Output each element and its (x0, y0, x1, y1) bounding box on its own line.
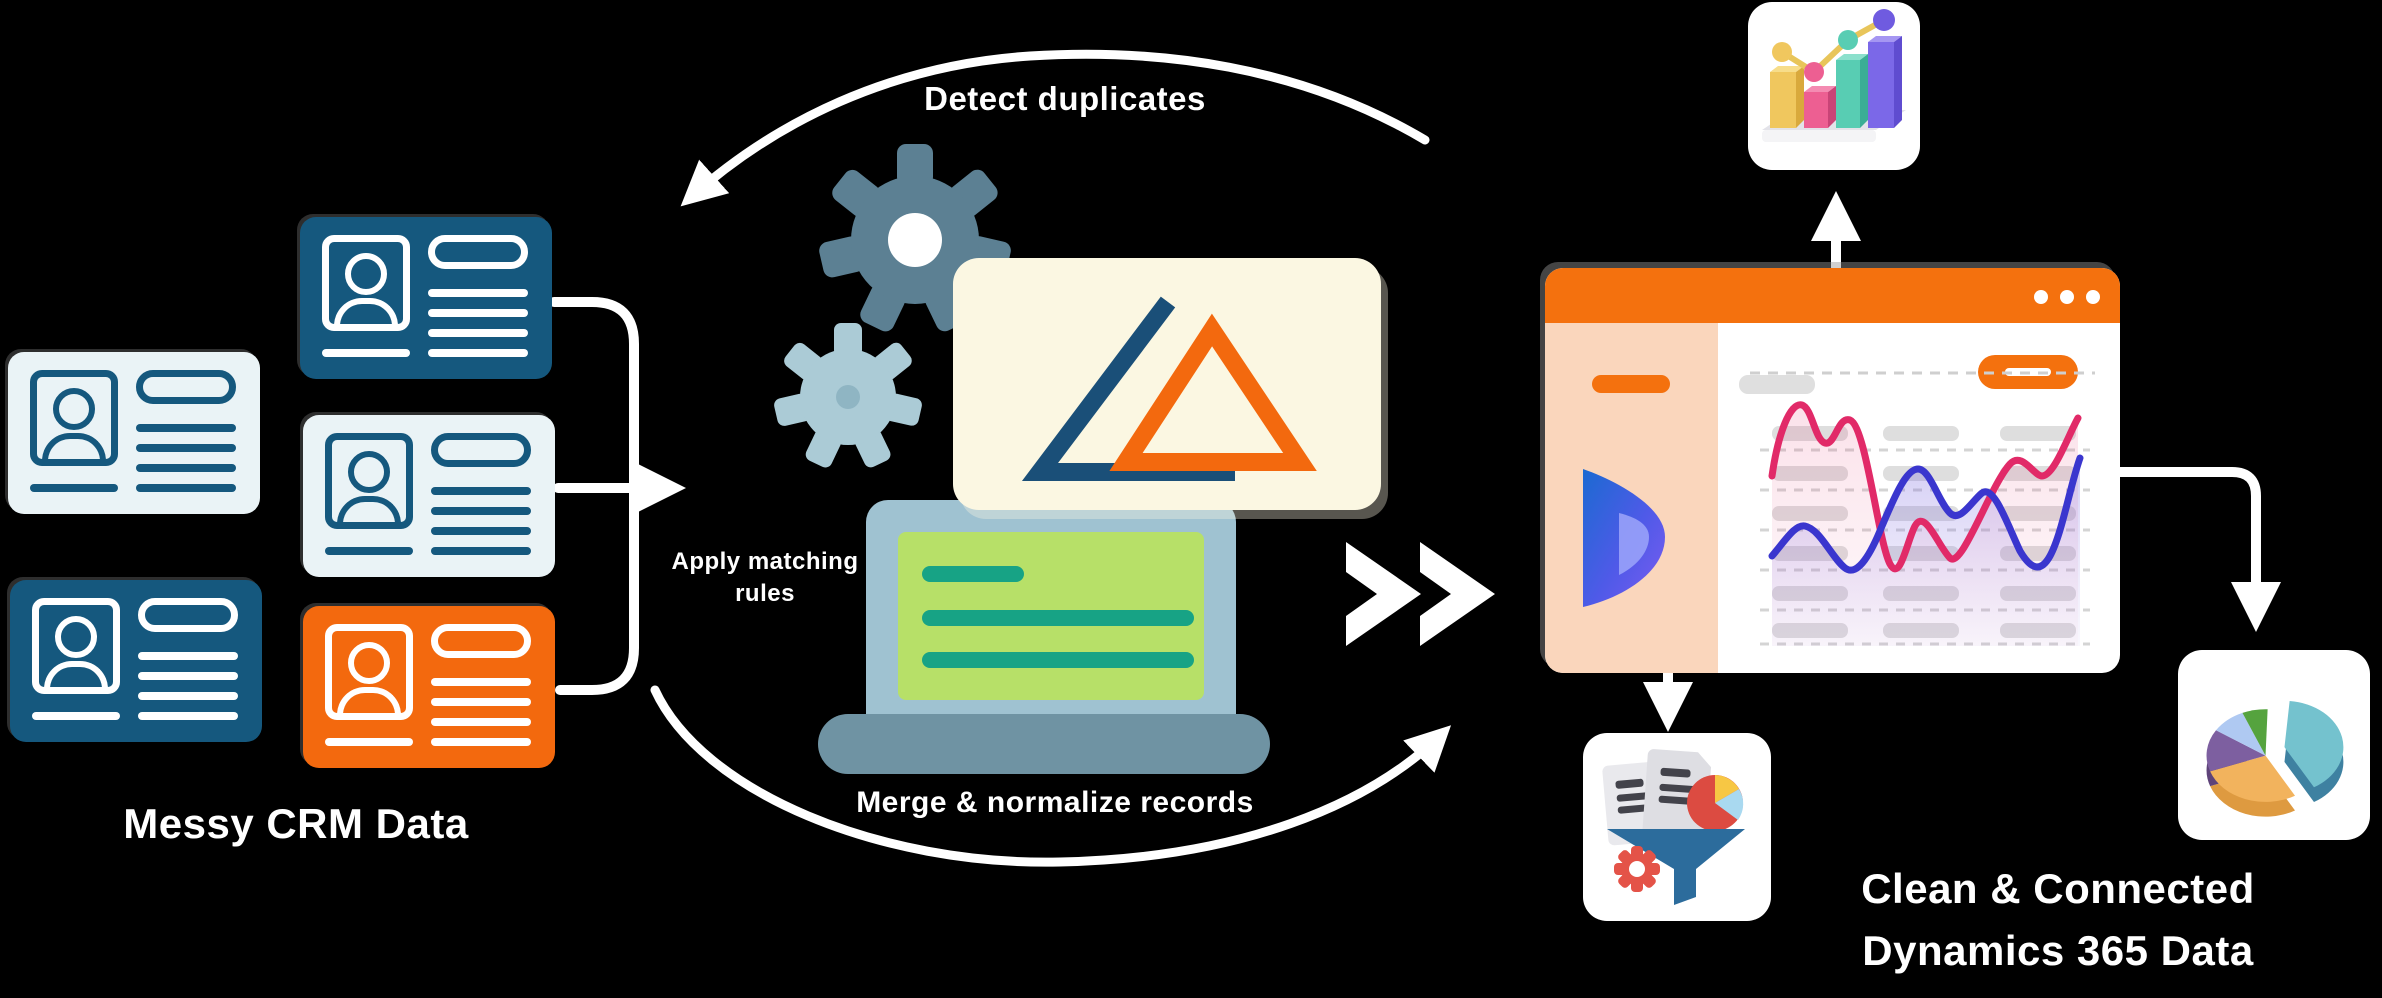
laptop-base (818, 714, 1270, 774)
speech-bubble-icon (953, 258, 1381, 510)
avatar-head (348, 451, 390, 493)
messy-crm-data-label: Messy CRM Data (123, 800, 469, 847)
name-field-outline (136, 370, 236, 404)
contact-card (303, 606, 555, 768)
matching-rules-line1: Apply matching (671, 548, 859, 575)
user-avatar-icon (325, 624, 413, 720)
user-avatar-icon (32, 598, 120, 694)
window-title-bar (1545, 268, 2120, 323)
dynamics-dashboard-window (1545, 268, 2120, 673)
text-line (138, 712, 238, 720)
merge-normalize-label: Merge & normalize records (856, 786, 1254, 819)
gear-icon (774, 323, 922, 468)
text-line (30, 484, 118, 492)
avatar-head (53, 388, 95, 430)
dynamics-365-logo-icon (1583, 469, 1665, 607)
name-field-outline (138, 598, 238, 632)
cycle-arc-bottom (650, 685, 1452, 867)
bar-chart-3d-icon (1762, 9, 1906, 142)
text-line (428, 329, 528, 337)
text-line (431, 718, 531, 726)
text-line (138, 672, 238, 680)
pie-report-icon-card (2178, 650, 2370, 840)
contact-card (10, 580, 262, 742)
screen-text-line (922, 610, 1194, 626)
text-line (136, 444, 236, 452)
line-chart-icon (1750, 371, 2095, 646)
data-processing-icon-card (1583, 733, 1771, 921)
text-line (428, 349, 528, 357)
pie-chart-3d-icon (2206, 701, 2344, 817)
connector-to-pie (2115, 467, 2281, 633)
contact-card (300, 217, 552, 379)
text-line (431, 738, 531, 746)
pink-series-line (1768, 401, 2082, 573)
text-line (322, 349, 410, 357)
data-funnel-icon (1602, 749, 1745, 905)
avatar-torso (44, 661, 108, 687)
avatar-torso (337, 687, 401, 713)
mini-gear-icon (1614, 846, 1660, 892)
user-avatar-icon (325, 433, 413, 529)
text-line (136, 464, 236, 472)
name-field-outline (428, 235, 528, 269)
clean-connected-label: Clean & Connected Dynamics 365 Data (1808, 858, 2308, 982)
text-line (431, 487, 531, 495)
text-line (428, 289, 528, 297)
blue-series-line (1768, 454, 2084, 574)
name-field-outline (431, 433, 531, 467)
text-line (431, 547, 531, 555)
avatar-torso (42, 433, 106, 459)
screen-text-line (922, 566, 1024, 582)
analytics-icon-card (1748, 2, 1920, 170)
triangle-logo-icon (1021, 296, 1317, 481)
text-line (431, 678, 531, 686)
cycle-arc-top (680, 49, 1430, 207)
text-line (428, 309, 528, 317)
avatar-torso (337, 496, 401, 522)
clean-connected-line2: Dynamics 365 Data (1862, 927, 2254, 974)
user-avatar-icon (30, 370, 118, 466)
sidebar-button (1592, 375, 1670, 393)
clean-connected-line1: Clean & Connected (1861, 865, 2255, 912)
input-bracket-line (549, 297, 639, 695)
text-line (431, 527, 531, 535)
text-line (136, 424, 236, 432)
screen-text-line (922, 652, 1194, 668)
avatar-head (348, 642, 390, 684)
text-line (431, 507, 531, 515)
contact-card (303, 415, 555, 577)
double-chevron-right-icon (1346, 542, 1495, 646)
text-line (325, 547, 413, 555)
text-line (325, 738, 413, 746)
text-line (138, 652, 238, 660)
matching-rules-label: Apply matching rules (648, 546, 882, 610)
avatar-head (55, 616, 97, 658)
blue-series-area (1772, 458, 2080, 646)
mini-pie-icon (1687, 775, 1744, 831)
detect-duplicates-label: Detect duplicates (924, 80, 1206, 117)
text-line (136, 484, 236, 492)
gear-icon (819, 144, 1011, 332)
gears-icon (774, 144, 1011, 468)
avatar-torso (334, 298, 398, 324)
text-line (138, 692, 238, 700)
matching-rules-line2: rules (735, 580, 795, 607)
name-field-outline (431, 624, 531, 658)
contact-card (8, 352, 260, 514)
text-line (32, 712, 120, 720)
avatar-head (345, 253, 387, 295)
window-dots-icon (2034, 290, 2100, 304)
user-avatar-icon (322, 235, 410, 331)
search-pill (1739, 375, 1815, 394)
text-line (431, 698, 531, 706)
